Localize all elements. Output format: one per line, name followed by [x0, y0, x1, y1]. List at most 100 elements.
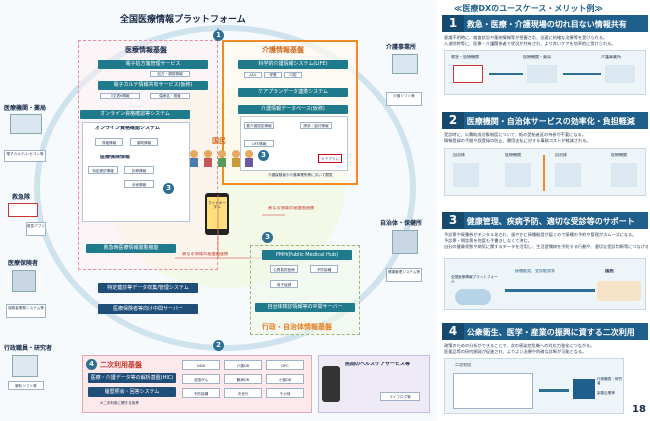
- researcher-icon: [12, 355, 38, 377]
- s4-analysis-box: [573, 379, 595, 399]
- usecase-panel: ≪医療DXのユースケース・メリット例≫ 1 救急・医療・介護現場の切れ目ない情報…: [440, 0, 650, 421]
- db-2: DPC: [266, 360, 304, 370]
- medical-small-6: 診療情報: [124, 166, 154, 174]
- medical-item-0: 電子処方箋管理サービス: [98, 60, 208, 69]
- circle-number-2: 2: [213, 340, 224, 351]
- section-4-figure: 二次利用 行政職員・研究者 製薬企業等: [444, 358, 624, 414]
- actor-care-soft: 介護ソフト等: [386, 92, 422, 106]
- section-1-number: 1: [442, 15, 464, 32]
- citizen-label: 国民: [212, 137, 226, 145]
- section-3-heading: 健康管理、疾病予防、適切な受診等のサポート: [466, 217, 635, 226]
- actor-insurer: 医療保険者: [8, 260, 39, 267]
- section-4-heading: 公衆衛生、医学・産業の振興に資する二次利用: [466, 328, 635, 337]
- usecase-title: ≪医療DXのユースケース・メリット例≫: [454, 4, 603, 13]
- phr-phone-icon: [322, 366, 340, 402]
- admin-base-region: [250, 245, 360, 335]
- care-small-2: 口腔: [284, 72, 302, 78]
- medical-small-3: 資格情報: [95, 138, 123, 146]
- medical-base-title: 医療情報基盤: [125, 46, 167, 54]
- care-item-1: ケアプランデータ連携システム: [238, 88, 348, 97]
- phr-title: 民間のヘルスケアサービス等: [345, 362, 411, 367]
- s4-label-2: 製薬企業等: [597, 391, 615, 395]
- s3-cloud-icon: [455, 289, 491, 305]
- care-item-0: 科学的介護情報システム(LIFE): [238, 60, 348, 69]
- s4-arrow: [539, 389, 569, 392]
- care-base-title: 介護情報基盤: [262, 46, 304, 54]
- actor-ehr: 電子カルテ/レセコン等: [4, 150, 46, 162]
- medical-small-1: 3文書6情報: [100, 93, 140, 99]
- actor-care-office: 介護事業所: [386, 44, 417, 51]
- s3-people-icon: [597, 281, 641, 301]
- medical-item-4: 医療保険情報: [100, 155, 131, 160]
- circle-number-3c: 3: [262, 232, 273, 243]
- secondary-item-0: 医療・介護データ等の解析基盤(HIC): [88, 373, 176, 383]
- s1-ambulance-icon: [453, 65, 483, 83]
- link-label-1: 異なる領域の基盤間連携: [268, 206, 315, 210]
- actor-researcher: 行政職員・研究者: [4, 345, 53, 352]
- care-office-icon: [392, 54, 418, 74]
- section-2-header: 2 医療機関・自治体サービスの効率化・負担軽減: [442, 112, 648, 129]
- section-3-figure: 全国医療情報プラットフォーム 接種勧奨、受診勧奨等 国民: [444, 258, 646, 310]
- section-1-heading: 救急・医療・介護現場の切れ目ない情報共有: [466, 20, 627, 29]
- secondary-title: 二次利用基盤: [100, 361, 142, 369]
- page-number: 18: [632, 404, 646, 415]
- s2-office-icon-2: [505, 163, 531, 187]
- actor-health-sys: 健康管理システム等: [386, 268, 422, 282]
- section-2-figure: 自治体 医療機関 自治体 医療機関: [444, 148, 646, 196]
- actor-insurer-sys: 保険者業務システム等: [6, 304, 46, 318]
- care-small-6: ケアプラン: [318, 154, 342, 163]
- admin-base-title: 行政・自治体情報基盤: [262, 323, 332, 331]
- secondary-item-1: 履歴照会・回答システム: [88, 387, 176, 397]
- circle-number-3b: 3: [258, 150, 269, 161]
- s3-label-0: 全国医療情報プラットフォーム: [451, 275, 498, 284]
- s1-clinic-icon: [527, 65, 557, 83]
- section-2-number: 2: [442, 112, 464, 129]
- section-2-bullet-0: 受診時に、公費助成対象制度について、紙の受給者証の持参が不要になる。: [444, 132, 586, 137]
- actor-emergency: 救急隊: [12, 194, 31, 201]
- section-1-bullet-1: 入退院時等に、医療・介護関係者で状況が共有され、より良いケアを効率的に受けられる…: [444, 41, 616, 46]
- db-3: 全国がん: [182, 374, 220, 384]
- s3-label-2: 国民: [605, 269, 614, 274]
- s2-office-icon-4: [611, 163, 637, 187]
- link-label-2: 異なる領域の基盤間連携: [182, 252, 229, 256]
- secondary-db-grid: NDB 介護DB DPC 全国がん 難病DB 小慢DB 予防接種 次世代 その他: [182, 360, 308, 410]
- s2-divider: [543, 155, 545, 191]
- pmh-small-1: 予防接種: [310, 265, 338, 273]
- section-4-bullet-1: 医薬品等の研究開発が促進され、よりよい治療や的確な診断が可能となる。: [444, 349, 587, 354]
- s2-label-0: 自治体: [453, 153, 465, 157]
- db-5: 小慢DB: [266, 374, 304, 384]
- s1-care-icon: [605, 65, 635, 83]
- s2-office-icon-3: [555, 163, 581, 187]
- s2-label-2: 自治体: [555, 153, 567, 157]
- actor-ambulance-app: 救急アプリ: [26, 222, 46, 236]
- actor-municipality: 自治体・保健所: [380, 220, 423, 227]
- s4-db-grid: [453, 373, 533, 409]
- db-6: 予防接種: [182, 388, 220, 398]
- db-8: その他: [266, 388, 304, 398]
- section-2-bullet-1: 情報登録の手間や誤登録の防止、費用支払に対する事務コストが軽減される。: [444, 138, 591, 143]
- actor-hospital: 医療機関・薬局: [4, 105, 47, 112]
- hospital-icon: [10, 114, 42, 134]
- medical-small-5: 薬剤情報: [130, 138, 158, 146]
- s1-arrow-1: [489, 73, 523, 75]
- circle-number-1: 1: [213, 30, 224, 41]
- specific-checkup-box: 特定健診等データ収集/管理システム: [98, 283, 198, 293]
- care-item-2: 介護情報データベース(仮称): [238, 105, 348, 114]
- phr-sub: ライフログ等: [380, 392, 420, 401]
- section-3-bullet-0: 予診票や接種券がデジタル化され、速やかに接種勧奨が届くので接種の予約や管理がスム…: [444, 232, 637, 237]
- people-icon: [190, 150, 253, 167]
- medical-item-2: オンライン資格確認等システム: [80, 110, 190, 119]
- db-0: NDB: [182, 360, 220, 370]
- section-4-number: 4: [442, 323, 464, 340]
- care-small-3: 要介護認定情報: [244, 122, 274, 129]
- medical-item-5: 救急時医療情報閲覧機能: [86, 244, 176, 253]
- care-small-5: LIFE情報: [244, 140, 274, 147]
- section-1-figure: 救急・医療機関 医療機関・薬局 介護事業所: [444, 50, 646, 95]
- s2-label-3: 医療機関: [611, 153, 627, 157]
- section-3-header: 3 健康管理、疾病予防、適切な受診等のサポート: [442, 212, 648, 229]
- medical-item-1: 電子カルテ情報共有サービス(仮称): [98, 81, 208, 90]
- care-small-0: ADL: [244, 72, 262, 78]
- s1-label-0: 救急・医療機関: [451, 55, 479, 59]
- section-4-header: 4 公衆衛生、医学・産業の振興に資する二次利用: [442, 323, 648, 340]
- section-3-number: 3: [442, 212, 464, 229]
